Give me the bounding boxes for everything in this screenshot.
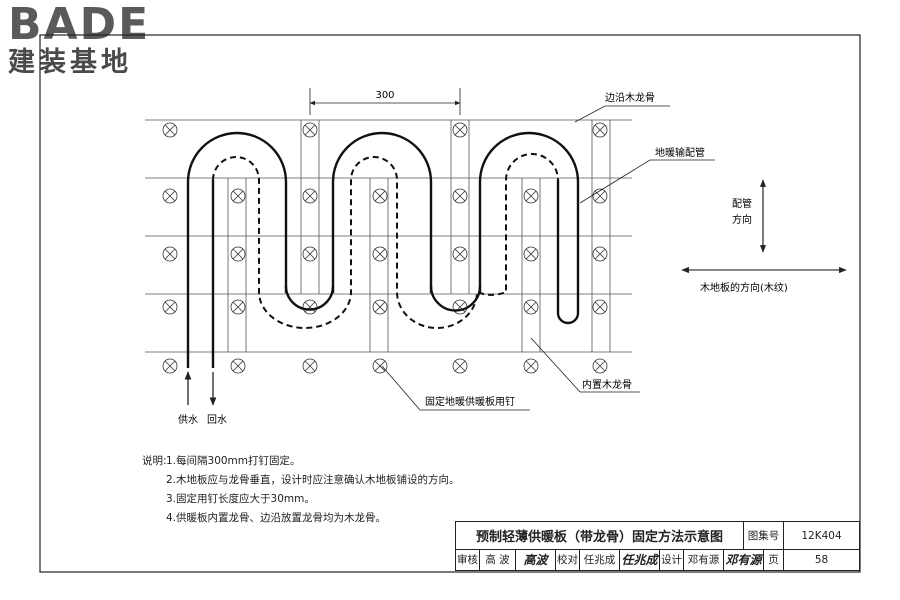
nail-symbol	[302, 299, 318, 315]
nail-symbol	[592, 299, 608, 315]
nail-symbol	[302, 358, 318, 374]
nail-symbol	[230, 188, 246, 204]
nail-symbol	[592, 246, 608, 262]
nails	[162, 122, 608, 374]
title-block-row-1: 预制轻薄供暖板（带龙骨）固定方法示意图 图集号 12K404	[456, 522, 859, 550]
pipe-loop-2-solid	[331, 131, 433, 293]
nail-symbol	[452, 122, 468, 138]
sheet-frame	[39, 34, 861, 573]
designer-signature: 邓有源	[724, 549, 764, 570]
nail-symbol	[302, 188, 318, 204]
dimension-label: 300	[375, 90, 394, 101]
title-block-row-2: 审核 高 波 高波 校对 任兆成 任兆成 设计 邓有源 邓有源 页 58	[456, 549, 859, 570]
note-item: 1.每间隔300mm打钉固定。	[166, 455, 301, 467]
nail-symbol	[372, 188, 388, 204]
logo-brand: BADE	[8, 0, 151, 50]
designer-name: 邓有源	[684, 549, 724, 570]
leader-fixing-nail	[381, 365, 530, 411]
label-inner-keel: 内置木龙骨	[582, 378, 632, 391]
nail-symbol	[162, 358, 178, 374]
checker-signature: 任兆成	[620, 549, 660, 570]
heating-pipe	[186, 131, 580, 368]
label-supply: 供水	[178, 413, 198, 426]
nail-symbol	[302, 246, 318, 262]
notes-lead: 说明:	[142, 455, 167, 467]
brand-logo: BADE 建装基地	[8, 2, 178, 78]
pipe-supply-solid	[186, 131, 288, 368]
nail-symbol	[230, 299, 246, 315]
nail-symbol	[452, 358, 468, 374]
label-pipe-direction-1: 配管	[732, 197, 752, 210]
nail-symbol	[523, 188, 539, 204]
pipe-bottom-solid-1	[284, 285, 335, 311]
label-floor-direction: 木地板的方向(木纹)	[700, 281, 788, 294]
pipe-loop-3-solid	[478, 131, 580, 325]
note-item: 2.木地板应与龙骨垂直，设计时应注意确认木地板铺设的方向。	[166, 474, 460, 486]
nail-symbol	[230, 246, 246, 262]
nail-symbol	[162, 246, 178, 262]
nail-symbol	[592, 122, 608, 138]
nail-symbol	[452, 188, 468, 204]
review-label: 审核	[456, 549, 480, 570]
nail-symbol	[372, 246, 388, 262]
pipe-bottom-solid-2	[429, 285, 482, 312]
drawing-title: 预制轻薄供暖板（带龙骨）固定方法示意图	[456, 522, 744, 549]
check-label: 校对	[556, 549, 580, 570]
nail-symbol	[452, 299, 468, 315]
label-pipe-direction-2: 方向	[732, 213, 752, 226]
design-label: 设计	[660, 549, 684, 570]
leader-edge-keel	[574, 105, 670, 123]
label-edge-keel: 边沿木龙骨	[605, 91, 655, 104]
nail-symbol	[162, 122, 178, 138]
heating-pipe-dashed	[212, 153, 559, 329]
logo-subtitle: 建装基地	[8, 47, 132, 78]
page-label: 页	[764, 549, 784, 570]
page-number: 58	[814, 553, 829, 566]
nail-symbol	[162, 188, 178, 204]
nail-symbol	[523, 246, 539, 262]
nail-symbol	[523, 299, 539, 315]
leader-inner-keel	[530, 337, 640, 393]
title-block: 预制轻薄供暖板（带龙骨）固定方法示意图 图集号 12K404 审核 高 波 高波…	[455, 521, 860, 571]
atlas-number: 12K404	[801, 529, 842, 542]
notes: 说明:1.每间隔300mm打钉固定。 2.木地板应与龙骨垂直，设计时应注意确认木…	[142, 452, 460, 528]
nail-symbol	[372, 299, 388, 315]
nail-symbol	[302, 122, 318, 138]
keels	[227, 120, 611, 352]
atlas-label: 图集号	[744, 522, 784, 549]
leaders	[381, 105, 715, 411]
note-item: 3.固定用钉长度应大于30mm。	[166, 493, 315, 505]
note-item: 4.供暖板内置龙骨、边沿放置龙骨均为木龙骨。	[166, 512, 387, 524]
board-lines	[145, 119, 632, 353]
nail-symbol	[230, 358, 246, 374]
nail-symbol	[162, 299, 178, 315]
label-fixing-nail: 固定地暖供暖板用钉	[425, 395, 515, 408]
reviewer-name: 高 波	[480, 549, 516, 570]
label-return: 回水	[207, 414, 227, 426]
nail-symbol	[523, 358, 539, 374]
nail-symbol	[452, 246, 468, 262]
label-heating-pipe: 地暖输配管	[655, 146, 705, 159]
nail-symbol	[592, 358, 608, 374]
nail-symbol	[372, 358, 388, 374]
checker-name: 任兆成	[580, 549, 620, 570]
pipe-return-dashed	[212, 153, 559, 329]
dimension-300	[309, 88, 461, 115]
leader-heating-pipe	[579, 159, 715, 204]
reviewer-signature: 高波	[516, 549, 556, 570]
